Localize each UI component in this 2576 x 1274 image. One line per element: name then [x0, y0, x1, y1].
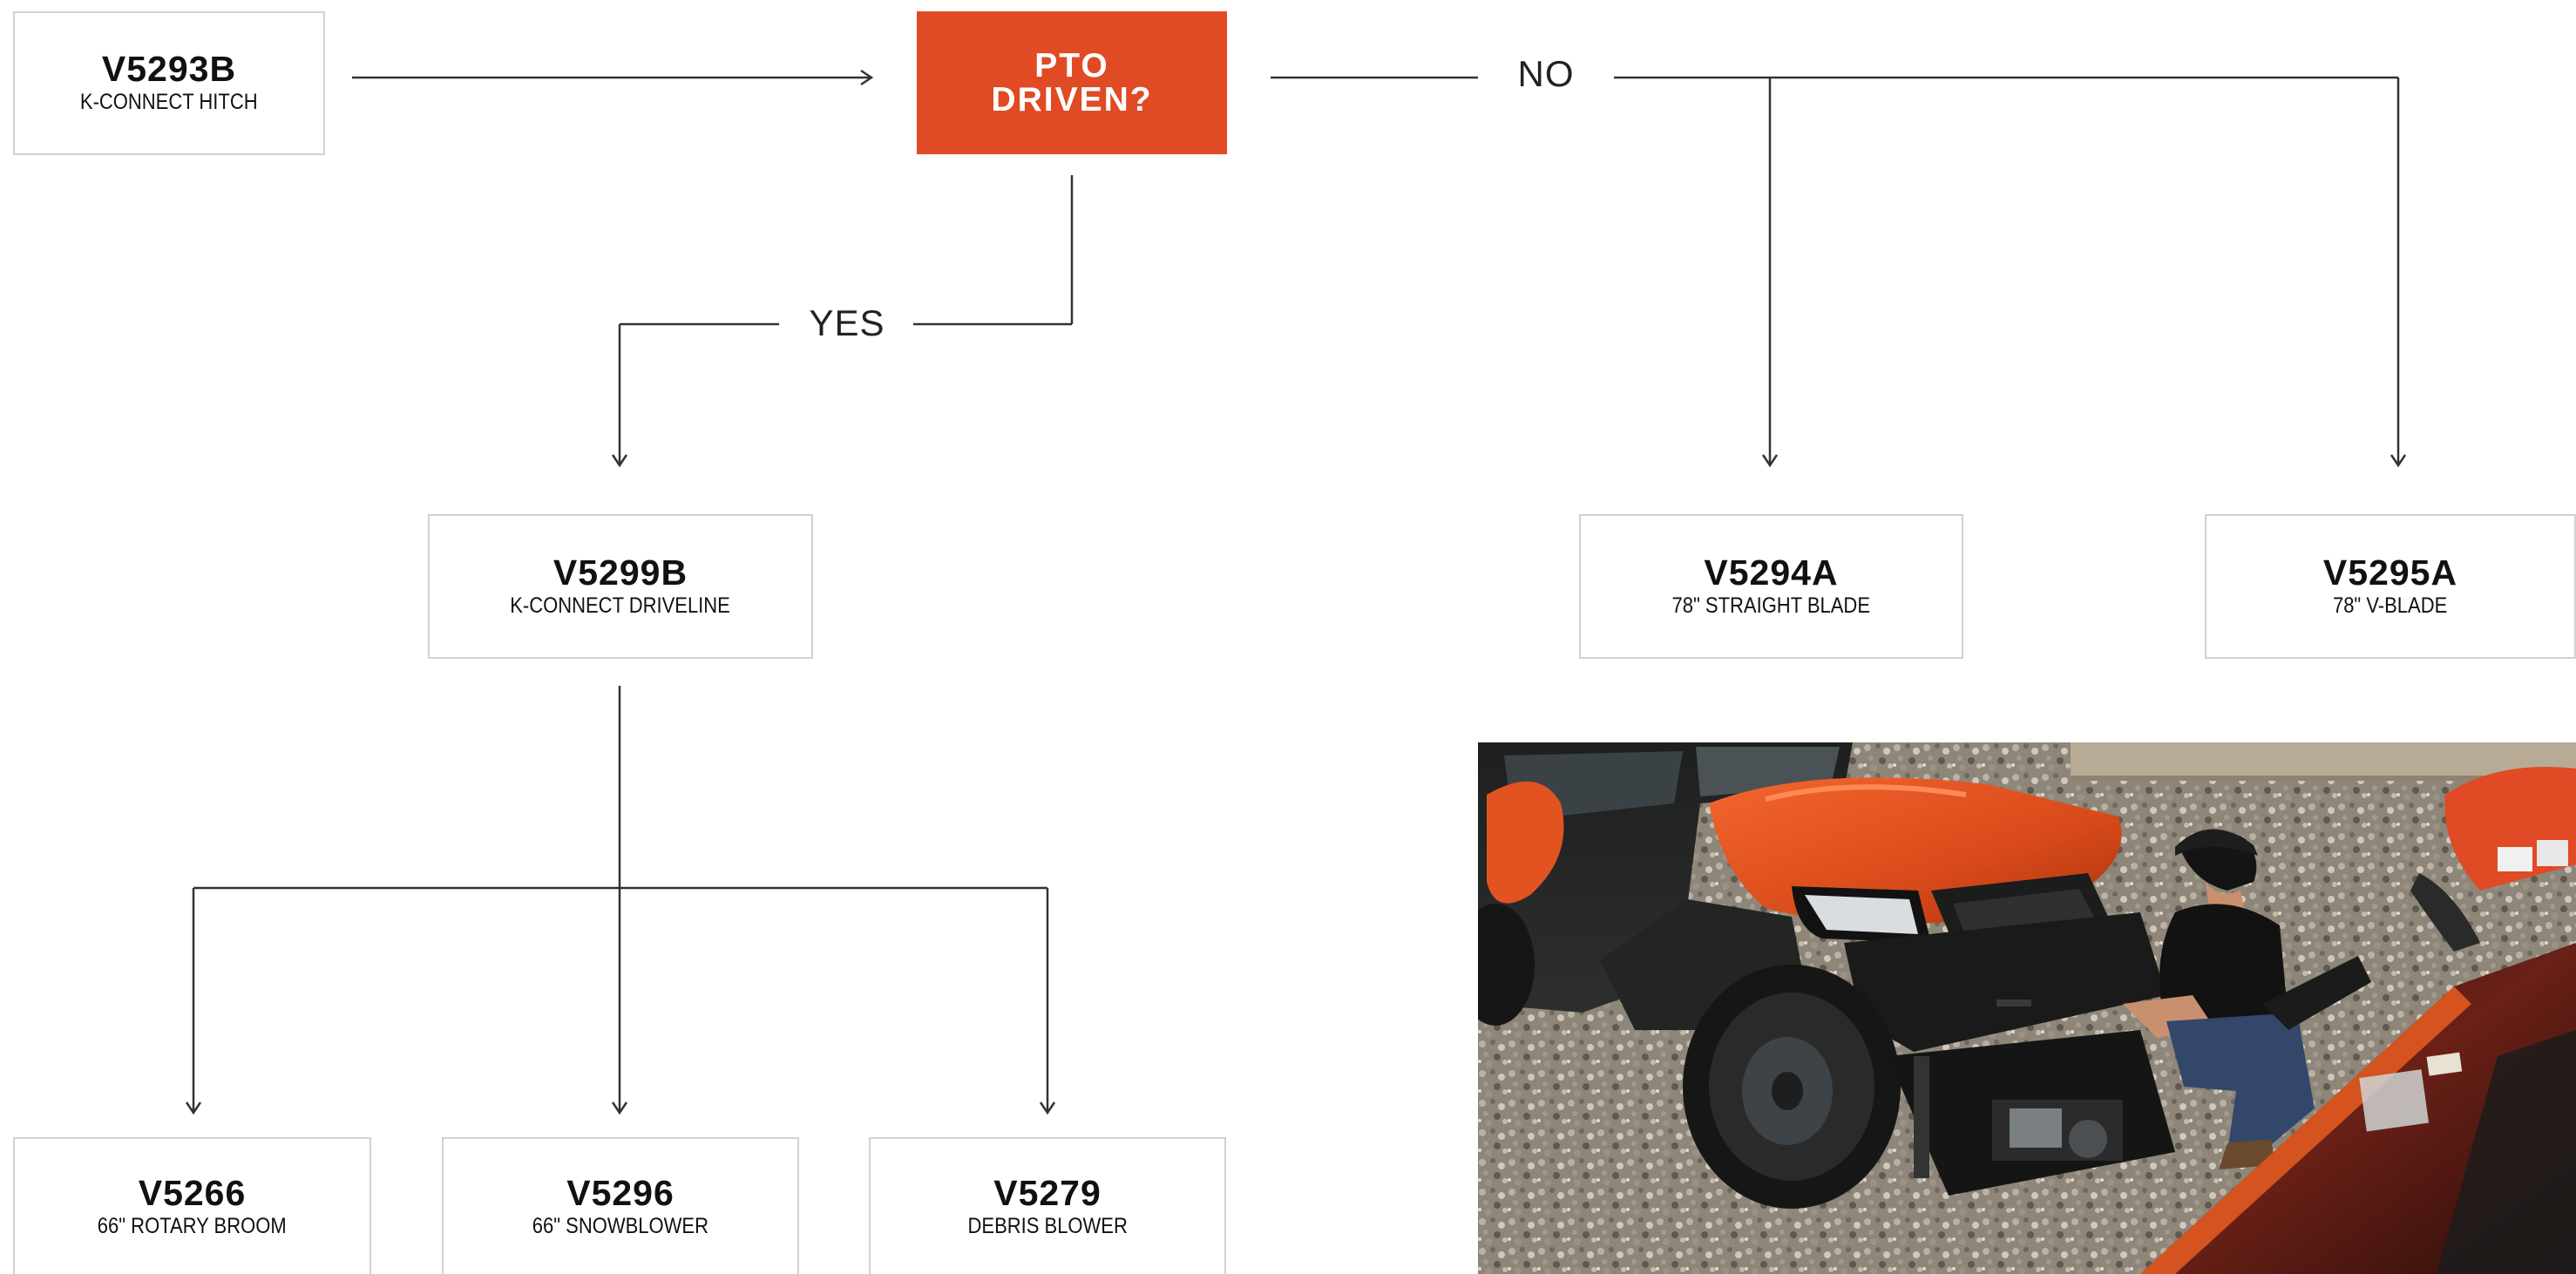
v-blade-arrowhead	[2390, 454, 2407, 468]
rotary-broom-box: V5266 66" ROTARY BROOM	[13, 1137, 371, 1274]
driveline-box: V5299B K-CONNECT DRIVELINE	[428, 514, 813, 659]
utility-vehicle-photo	[1478, 742, 2576, 1274]
driveline-description: K-CONNECT DRIVELINE	[510, 593, 731, 618]
v-blade-description: 78" V-BLADE	[2333, 593, 2448, 618]
hitch-box: V5293B K-CONNECT HITCH	[13, 11, 325, 155]
hitch-code: V5293B	[101, 49, 237, 90]
snowblower-code: V5296	[566, 1173, 675, 1213]
v-blade-box: V5295A 78" V-BLADE	[2205, 514, 2576, 659]
rotary-broom-description: 66" ROTARY BROOM	[98, 1214, 287, 1238]
decision-label: PTO DRIVEN?	[991, 47, 1153, 119]
snowblower-arrowhead	[611, 1101, 628, 1115]
debris-blower-box: V5279 DEBRIS BLOWER	[869, 1137, 1226, 1274]
hitch-to-decision-arrowhead	[860, 69, 874, 86]
no-branch-label: NO	[1517, 53, 1575, 94]
hitch-description: K-CONNECT HITCH	[80, 90, 258, 115]
rotary-broom-code: V5266	[138, 1173, 247, 1213]
debris-blower-arrowhead	[1039, 1101, 1056, 1115]
straight-blade-code: V5294A	[1704, 552, 1839, 593]
pto-driven-decision: PTO DRIVEN?	[917, 11, 1227, 154]
driveline-arrowhead	[611, 454, 628, 468]
straight-blade-description: 78" STRAIGHT BLADE	[1671, 593, 1871, 618]
debris-blower-description: DEBRIS BLOWER	[967, 1214, 1128, 1238]
straight-blade-box: V5294A 78" STRAIGHT BLADE	[1579, 514, 1963, 659]
debris-blower-code: V5279	[993, 1173, 1102, 1213]
snowblower-box: V5296 66" SNOWBLOWER	[442, 1137, 799, 1274]
snowblower-description: 66" SNOWBLOWER	[532, 1214, 709, 1238]
yes-branch-label: YES	[809, 302, 885, 343]
straight-blade-arrowhead	[1761, 454, 1779, 468]
rotary-broom-arrowhead	[185, 1101, 202, 1115]
driveline-code: V5299B	[552, 552, 688, 593]
v-blade-code: V5295A	[2322, 552, 2458, 593]
